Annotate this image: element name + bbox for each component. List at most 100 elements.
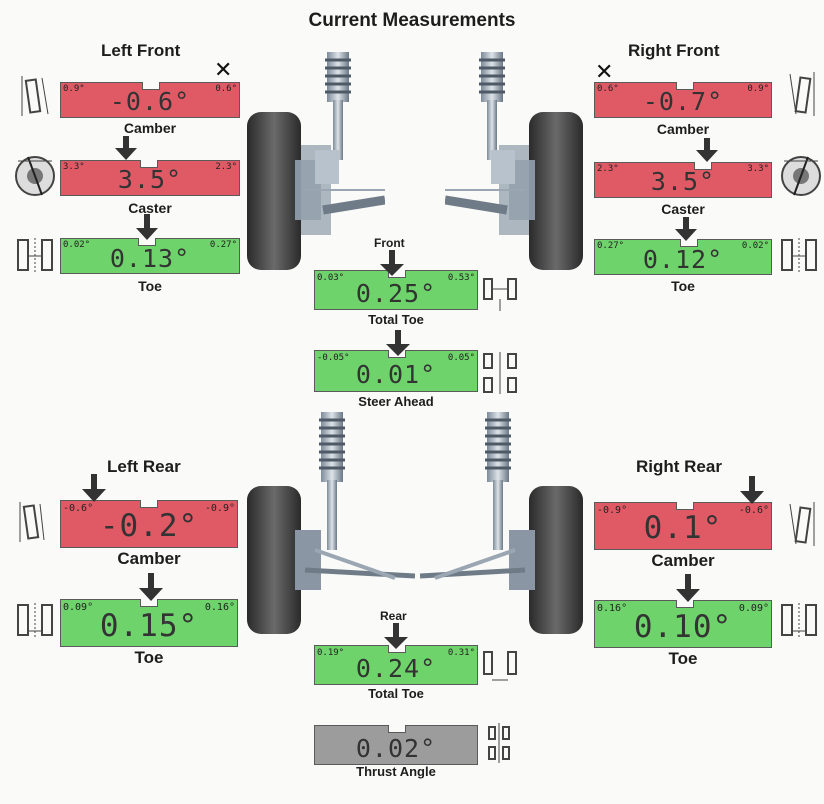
lf-caster-pointer-arrow-icon <box>115 136 137 160</box>
left-front-camber-gauge: 0.9° 0.6° -0.6° <box>60 82 240 118</box>
steer-ahead-diagram-icon <box>483 352 517 394</box>
gauge-bar <box>594 502 772 550</box>
gauge-label: Caster <box>661 201 705 217</box>
caster-diagram-icon <box>15 156 55 196</box>
right-rear-suspension-illustration <box>420 412 583 634</box>
x-mark-icon: ✕ <box>595 60 614 85</box>
gauge-notch <box>388 725 406 733</box>
gauge-notch <box>138 238 156 246</box>
gauge-min: 2.3° <box>597 164 619 174</box>
toe-diagram-icon <box>17 603 53 639</box>
thrust-angle-diagram-icon <box>488 723 510 763</box>
right-rear-camber-gauge: -0.9° -0.6° 0.1° <box>594 502 772 550</box>
total-toe-diagram-icon <box>483 278 517 311</box>
page-title: Current Measurements <box>308 10 516 31</box>
front-total-toe-gauge: 0.03° 0.53° 0.25° <box>314 270 478 310</box>
right-front-camber-gauge: 0.6° 0.9° -0.7° <box>594 82 772 118</box>
left-front-caster-gauge: 3.3° 2.3° 3.5° <box>60 160 240 196</box>
lr-toe-pointer-arrow-icon <box>139 573 163 601</box>
right-front-caster-gauge: 2.3° 3.3° 3.5° <box>594 162 772 198</box>
rear-axle-label: Rear <box>380 609 407 623</box>
gauge-value: 0.25° <box>355 279 437 308</box>
gauge-min: -0.9° <box>597 505 628 516</box>
left-rear-camber-gauge: -0.6° -0.9° -0.2° <box>60 500 238 548</box>
toe-diagram-icon <box>781 603 817 639</box>
caster-diagram-icon <box>781 156 821 196</box>
gauge-notch <box>680 239 698 247</box>
gauge-max: 2.3° <box>215 162 237 172</box>
gauge-max: 0.05° <box>447 353 475 363</box>
gauge-value: 0.13° <box>109 244 191 273</box>
toe-diagram-icon <box>781 238 817 274</box>
gauge-max: 0.16° <box>204 602 235 613</box>
rf-toe-pointer-arrow-icon <box>675 217 697 241</box>
gauge-bar <box>60 500 238 548</box>
steer-ahead-pointer-arrow-icon <box>386 330 410 356</box>
gauge-notch <box>140 160 158 168</box>
gauge-bar <box>60 599 238 647</box>
camber-diagram-icon <box>789 502 815 546</box>
right-front-heading: Right Front <box>628 41 720 60</box>
gauge-bar <box>60 82 240 118</box>
left-rear-heading: Left Rear <box>107 457 181 476</box>
gauge-min: 0.16° <box>597 603 628 614</box>
gauge-bar <box>594 162 772 198</box>
thrust-angle-gauge: 0.02° <box>314 725 478 765</box>
camber-diagram-icon <box>21 76 49 116</box>
gauge-notch <box>140 500 158 508</box>
gauge-label: Toe <box>138 278 162 294</box>
gauge-min: 0.09° <box>63 602 94 613</box>
gauge-label: Thrust Angle <box>356 764 436 779</box>
gauge-value: 3.5° <box>117 165 183 194</box>
rr-toe-pointer-arrow-icon <box>676 574 700 602</box>
gauge-max: 0.02° <box>741 241 769 251</box>
gauge-min: 0.03° <box>317 273 345 283</box>
gauge-notch <box>140 599 158 607</box>
gauge-min: -0.6° <box>63 503 94 514</box>
x-mark-icon: ✕ <box>214 58 233 83</box>
gauge-value: 0.02° <box>355 734 437 763</box>
gauge-label: Steer Ahead <box>358 394 434 409</box>
gauge-label: Camber <box>117 549 181 568</box>
gauge-value: 3.5° <box>650 167 716 196</box>
lr-camber-pointer-arrow-icon <box>82 474 106 502</box>
right-front-suspension-illustration <box>445 52 583 270</box>
rear-total-toe-gauge: 0.19° 0.31° 0.24° <box>314 645 478 685</box>
gauge-min: 0.6° <box>597 84 619 94</box>
camber-diagram-icon <box>19 502 45 542</box>
gauge-value: -0.2° <box>99 508 199 544</box>
gauge-max: 0.6° <box>215 84 237 94</box>
rear-total-toe-pointer-arrow-icon <box>384 623 408 649</box>
gauge-label: Total Toe <box>368 312 424 327</box>
left-front-suspension-illustration <box>247 52 385 270</box>
camber-diagram-icon <box>789 72 815 116</box>
gauge-min: 0.9° <box>63 84 85 94</box>
gauge-max: -0.9° <box>204 503 235 514</box>
gauge-max: 0.53° <box>447 273 475 283</box>
gauge-value: 0.10° <box>633 609 733 645</box>
gauge-notch <box>676 82 694 90</box>
left-front-toe-gauge: 0.02° 0.27° 0.13° <box>60 238 240 274</box>
gauge-value: 0.1° <box>643 510 723 546</box>
right-rear-toe-gauge: 0.16° 0.09° 0.10° <box>594 600 772 648</box>
steer-ahead-gauge: -0.05° 0.05° 0.01° <box>314 350 478 392</box>
rr-camber-pointer-arrow-icon <box>740 476 764 504</box>
gauge-min: -0.05° <box>317 353 350 363</box>
gauge-notch <box>142 82 160 90</box>
rf-caster-pointer-arrow-icon <box>696 138 718 162</box>
gauge-value: 0.15° <box>99 608 199 644</box>
gauge-min: 0.19° <box>317 648 345 658</box>
gauge-label: Toe <box>671 278 695 294</box>
gauge-value: 0.01° <box>355 360 437 389</box>
gauge-notch <box>388 270 406 278</box>
gauge-max: -0.6° <box>738 505 769 516</box>
gauge-notch <box>388 645 406 653</box>
gauge-max: 0.31° <box>447 648 475 658</box>
right-rear-heading: Right Rear <box>636 457 722 476</box>
gauge-max: 0.27° <box>209 240 237 250</box>
gauge-bar <box>594 600 772 648</box>
gauge-max: 0.09° <box>738 603 769 614</box>
toe-diagram-icon <box>17 238 53 274</box>
gauge-notch <box>694 162 712 170</box>
gauge-label: Camber <box>656 121 710 137</box>
